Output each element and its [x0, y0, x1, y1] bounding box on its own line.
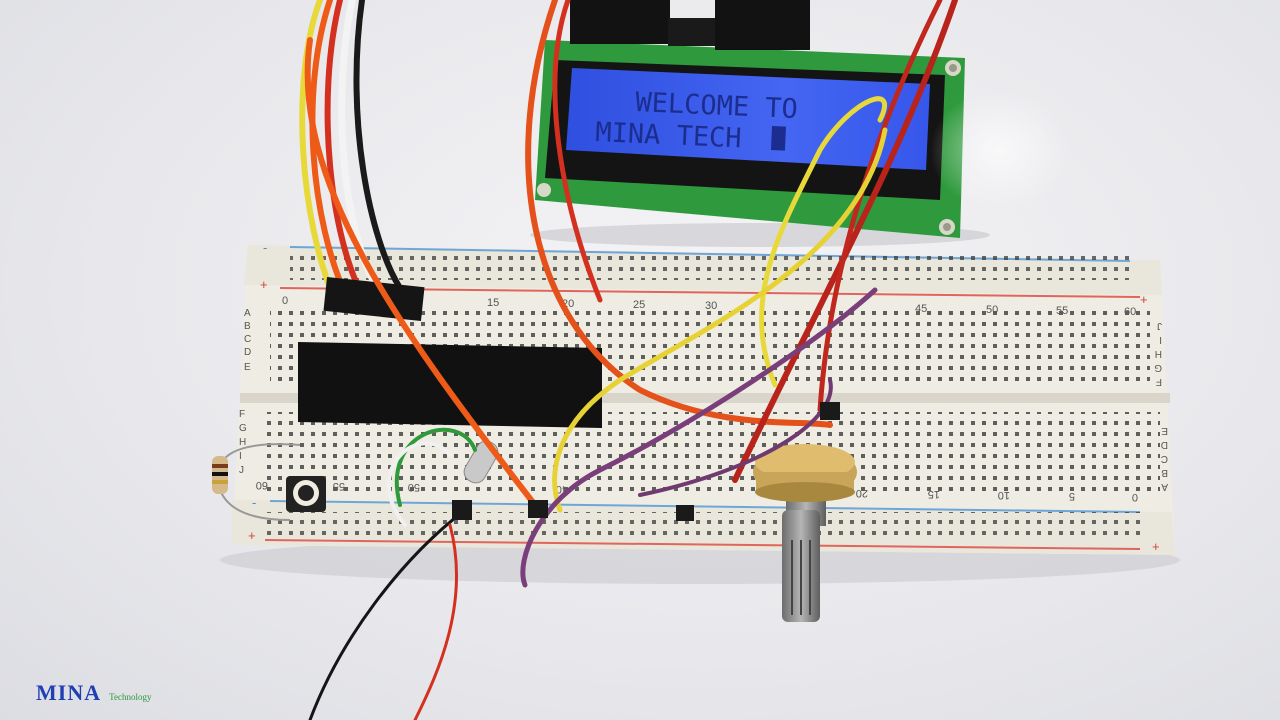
row-letter: J — [1157, 320, 1162, 331]
row-letter: J — [239, 465, 244, 476]
row-letter: H — [239, 437, 246, 448]
right-row-letters: J I H G F E D C B A — [1154, 320, 1168, 492]
top-number: 0 — [282, 295, 288, 307]
left-row-letters: A B C D E F G H I J — [239, 308, 251, 476]
plus-marker: + — [1140, 292, 1148, 307]
row-letter: I — [1159, 334, 1162, 345]
top-number: 30 — [705, 300, 717, 312]
potentiometer — [753, 444, 857, 622]
row-letter: E — [1161, 425, 1168, 436]
minus-marker: - — [263, 240, 267, 255]
row-letter: H — [1155, 348, 1162, 359]
top-number: 45 — [915, 303, 927, 315]
bottom-number: 0 — [1132, 491, 1138, 503]
bottom-number: 55 — [333, 480, 345, 492]
watermark-subtitle: Technology — [109, 692, 152, 702]
reset-button — [286, 476, 326, 512]
row-letter: D — [244, 347, 251, 358]
top-number: 55 — [1056, 305, 1068, 317]
top-column-numbers: 0 15 20 25 30 45 50 55 60 — [282, 295, 1136, 318]
lcd-line-1: WELCOME TO — [635, 87, 799, 125]
row-letter: E — [244, 362, 251, 373]
wire-red-power — [413, 523, 458, 720]
lcd-cursor — [770, 126, 786, 151]
bottom-number: 50 — [408, 481, 420, 493]
bottom-number: 5 — [1069, 490, 1075, 502]
wire-connector — [323, 276, 425, 322]
wire-red-lcd — [552, 0, 603, 303]
top-number: 15 — [487, 297, 499, 309]
row-letter: F — [239, 409, 245, 420]
row-letter: I — [239, 451, 242, 462]
crystal-oscillator — [463, 440, 499, 484]
lcd-screen — [566, 68, 930, 170]
row-letter: B — [1161, 467, 1168, 478]
row-letter: C — [244, 334, 251, 345]
top-number: 50 — [986, 304, 998, 316]
wire-orange-left — [309, 0, 351, 303]
header-connector-right — [715, 0, 810, 50]
top-number: 60 — [1124, 306, 1136, 318]
bottom-number: 15 — [928, 488, 940, 500]
row-letter: G — [1154, 362, 1162, 373]
bottom-number: 60 — [256, 479, 268, 491]
row-letter: F — [1156, 376, 1162, 387]
wire-red-left — [324, 0, 368, 303]
bottom-number: 20 — [856, 487, 868, 499]
minus-marker: - — [252, 495, 256, 510]
plus-marker: + — [1152, 539, 1160, 554]
header-connector-left — [570, 0, 670, 44]
microcontroller-chip — [298, 342, 602, 428]
watermark-logo: MINA — [36, 680, 102, 705]
lcd-line-2: MINA TECH — [595, 117, 743, 154]
wire-yellow-left — [299, 0, 338, 303]
top-number: 25 — [633, 299, 645, 311]
wire-orange-arc — [525, 0, 833, 428]
plus-marker: + — [248, 528, 256, 543]
wire-black-left — [353, 0, 403, 291]
lcd-module: WELCOME TO MINA TECH — [535, 0, 965, 238]
row-letter: B — [244, 321, 251, 332]
wire-black-power — [308, 508, 467, 720]
wire-orange-long — [304, 37, 538, 508]
row-letter: D — [1161, 439, 1168, 450]
wire-purple — [520, 287, 878, 588]
bottom-number: 10 — [998, 489, 1010, 501]
wire-red-right — [732, 0, 958, 483]
watermark: MINA Technology — [36, 680, 151, 706]
wire-green — [394, 427, 477, 507]
breadboard: 0 15 20 25 30 45 50 55 60 60 55 50 40 20… — [232, 240, 1175, 555]
wire-yellow-right — [759, 96, 888, 388]
row-letter: A — [1161, 481, 1168, 492]
rail-markers-minus: - - — [252, 240, 267, 510]
row-letter: C — [1161, 453, 1168, 464]
wire-yellow-long — [552, 127, 888, 513]
resistor — [212, 443, 301, 521]
wire-white-small — [386, 441, 452, 527]
wire-purple-2 — [638, 378, 833, 497]
row-letter: A — [244, 308, 251, 319]
jumper-wires — [299, 0, 958, 720]
plus-marker: + — [260, 277, 268, 292]
rail-markers: + + + + — [248, 277, 1160, 554]
row-letter: G — [239, 423, 247, 434]
